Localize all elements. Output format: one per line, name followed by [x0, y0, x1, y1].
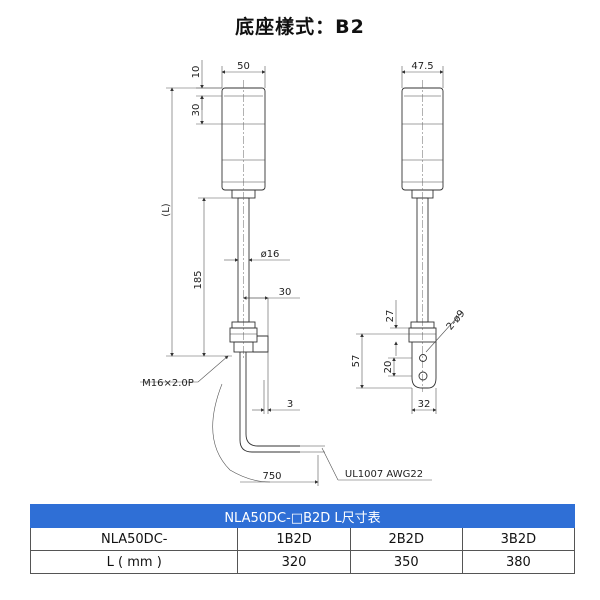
table-cell: 320	[237, 550, 351, 574]
table-header-row: NLA50DC- 1B2D 2B2D 3B2D	[29, 527, 576, 551]
table-header-cell: 2B2D	[349, 527, 463, 551]
table-header-cell: NLA50DC-	[29, 527, 239, 551]
dimension-drawing: 10 30 50 (L) 185 ø16 30 M16×2.0P	[140, 60, 468, 486]
dim-10-label: 10	[191, 66, 202, 79]
dim-3-label: 3	[287, 399, 293, 410]
dim-dia16-label: ø16	[261, 249, 280, 260]
side-27-label: 27	[385, 310, 396, 323]
table-header-cell: 3B2D	[461, 527, 576, 551]
dim-185-label: 185	[193, 270, 204, 289]
side-width-label: 47.5	[411, 61, 433, 72]
table-cell: L ( mm )	[29, 550, 239, 574]
length-table: NLA50DC-□B2D L尺寸表 NLA50DC- 1B2D 2B2D 3B2…	[29, 504, 576, 574]
table-caption: NLA50DC-□B2D L尺寸表	[30, 504, 575, 528]
side-20-label: 20	[383, 361, 394, 374]
dim-750-label: 750	[262, 471, 281, 482]
side-32-label: 32	[418, 399, 431, 410]
dim-30-label: 30	[191, 104, 202, 117]
side-57-label: 57	[351, 355, 362, 368]
cable-spec-label: UL1007 AWG22	[345, 469, 423, 480]
table-cell: 380	[461, 550, 576, 574]
side-view: 47.5 27 57 20 2-ø9 32	[351, 61, 468, 414]
dim-L-label: (L)	[161, 203, 172, 216]
table-cell: 350	[349, 550, 463, 574]
hole-label: 2-ø9	[445, 308, 468, 332]
table-row: L ( mm ) 320 350 380	[29, 550, 576, 574]
thread-label: M16×2.0P	[142, 378, 194, 389]
dim-50-label: 50	[237, 61, 250, 72]
page-title: 底座樣式：B2	[235, 16, 365, 38]
dim-30-offset-label: 30	[279, 287, 292, 298]
table-header-cell: 1B2D	[237, 527, 351, 551]
front-view: 10 30 50 (L) 185 ø16 30 M16×2.0P	[140, 60, 432, 486]
